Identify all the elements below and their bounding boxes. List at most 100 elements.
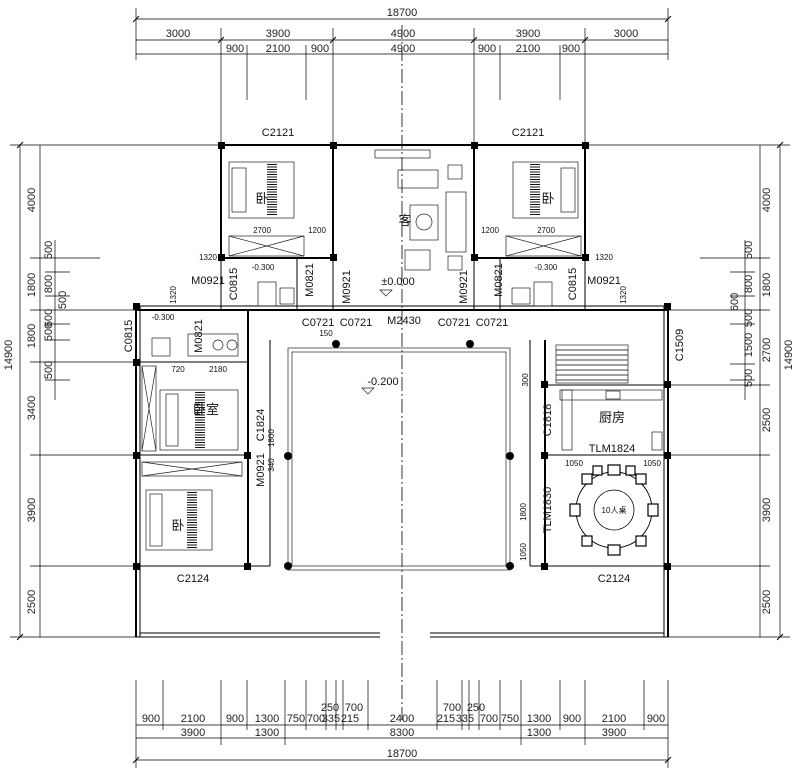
level-marker-courtyard	[361, 387, 375, 395]
svg-text:1320: 1320	[199, 253, 217, 262]
window-c0815-a: C0815	[228, 268, 240, 300]
svg-text:335: 335	[456, 713, 474, 725]
bed-top-right	[512, 161, 579, 219]
svg-text:1200: 1200	[308, 226, 326, 235]
svg-text:800: 800	[743, 275, 755, 293]
wardrobe-left-bottom	[141, 461, 243, 477]
svg-text:500: 500	[43, 323, 55, 341]
door-m0921-e: M0921	[255, 453, 267, 487]
dim-bottom-total: 18700	[387, 748, 418, 760]
room-bedroom-left-bottom: 卧	[171, 519, 184, 534]
sofa-set	[374, 149, 467, 271]
room-bedroom-left-middle: 卧室	[193, 402, 219, 418]
dim-bottom-small: 250 700 700 250	[321, 702, 485, 714]
interior-dims: 2700 1200 2700 1200 1320 1320 1320 1320 …	[169, 226, 661, 561]
svg-text:215: 215	[341, 713, 359, 725]
svg-text:1300: 1300	[527, 713, 551, 725]
svg-text:2100: 2100	[181, 713, 205, 725]
svg-text:2700: 2700	[537, 226, 555, 235]
window-c0721-a: C0721	[302, 317, 334, 329]
svg-text:1500: 1500	[743, 333, 755, 357]
window-c2124-left: C2124	[177, 573, 209, 585]
svg-text:1800: 1800	[26, 273, 38, 297]
level-wet-left: -0.300	[152, 313, 175, 322]
room-bedroom-top-right: 卧	[541, 192, 554, 207]
svg-text:1300: 1300	[255, 713, 279, 725]
dim-right-total: 14900	[783, 340, 795, 371]
svg-text:900: 900	[226, 43, 244, 55]
svg-text:335: 335	[322, 713, 340, 725]
window-c0721-c: C0721	[438, 317, 470, 329]
svg-text:500: 500	[743, 369, 755, 387]
wardrobe-left-middle	[141, 365, 157, 452]
columns	[133, 142, 671, 570]
stairs	[555, 344, 629, 384]
svg-text:1800: 1800	[761, 273, 773, 297]
svg-text:3900: 3900	[181, 727, 205, 739]
wardrobe-top-left	[228, 235, 305, 257]
svg-text:4000: 4000	[26, 188, 38, 212]
svg-text:900: 900	[562, 43, 580, 55]
level-wet-a: -0.300	[252, 263, 275, 272]
window-c1509: C1509	[674, 329, 686, 361]
dim-left-outer: 4000 1800 1800 3400 3900 2500	[26, 188, 38, 614]
svg-text:500: 500	[743, 241, 755, 259]
dim-bottom-row2: 3900 1300 8300 1300 3900	[181, 727, 626, 739]
svg-text:2700: 2700	[253, 226, 271, 235]
window-c2121-left: C2121	[262, 127, 294, 139]
svg-text:700: 700	[480, 713, 498, 725]
dim-right-inner: 500 800 600 500 1500 500	[729, 241, 755, 387]
svg-text:2100: 2100	[516, 43, 540, 55]
dimension-lines	[10, 8, 790, 768]
bed-left-middle	[159, 389, 239, 451]
svg-text:600: 600	[43, 309, 55, 327]
svg-text:1200: 1200	[481, 226, 499, 235]
svg-text:500: 500	[57, 291, 69, 309]
svg-text:1320: 1320	[619, 286, 628, 304]
room-bedroom-top-left: 卧	[255, 192, 268, 207]
svg-text:1800: 1800	[26, 324, 38, 348]
svg-text:750: 750	[287, 713, 305, 725]
svg-text:900: 900	[311, 43, 329, 55]
svg-text:2500: 2500	[761, 408, 773, 432]
door-m0921-a: M0921	[191, 275, 225, 287]
dim-bottom-row1: 900 2100 900 1300 750 700 335 215 2400 2…	[142, 713, 665, 725]
level-wet-b: -0.300	[535, 263, 558, 272]
svg-text:250: 250	[467, 702, 485, 714]
svg-text:800: 800	[43, 275, 55, 293]
window-c1818: C1818	[542, 404, 554, 436]
svg-text:1320: 1320	[595, 253, 613, 262]
window-c2121-right: C2121	[512, 127, 544, 139]
dim-top-row1: 3000 3900 4900 3900 3000	[166, 28, 638, 40]
room-living: 客	[398, 213, 411, 229]
window-c0815-b: C0815	[567, 268, 579, 300]
svg-text:150: 150	[319, 329, 333, 338]
svg-text:500: 500	[743, 309, 755, 327]
svg-text:215: 215	[437, 713, 455, 725]
svg-text:2100: 2100	[602, 713, 626, 725]
door-m0921-c: M0921	[341, 270, 353, 304]
svg-text:900: 900	[647, 713, 665, 725]
door-m0921-b: M0921	[587, 275, 621, 287]
svg-text:2180: 2180	[209, 365, 227, 374]
dim-top-total: 18700	[387, 7, 418, 19]
svg-text:4900: 4900	[391, 43, 415, 55]
svg-text:250: 250	[321, 702, 339, 714]
svg-text:3900: 3900	[516, 28, 540, 40]
svg-text:3900: 3900	[266, 28, 290, 40]
svg-text:900: 900	[478, 43, 496, 55]
room-kitchen: 厨房	[599, 410, 625, 426]
dim-left-total: 14900	[3, 340, 15, 371]
svg-text:700: 700	[443, 702, 461, 714]
svg-text:2500: 2500	[761, 590, 773, 614]
level-living: ±0.000	[381, 276, 415, 288]
svg-text:1050: 1050	[643, 459, 661, 468]
door-tlm1830: TLM1830	[542, 487, 554, 533]
svg-text:3400: 3400	[26, 396, 38, 420]
svg-text:3900: 3900	[26, 498, 38, 522]
svg-text:2400: 2400	[390, 713, 414, 725]
dining-table-label: 10人桌	[602, 505, 627, 515]
svg-text:3900: 3900	[761, 498, 773, 522]
walls	[135, 144, 669, 638]
door-m0921-d: M0921	[458, 270, 470, 304]
